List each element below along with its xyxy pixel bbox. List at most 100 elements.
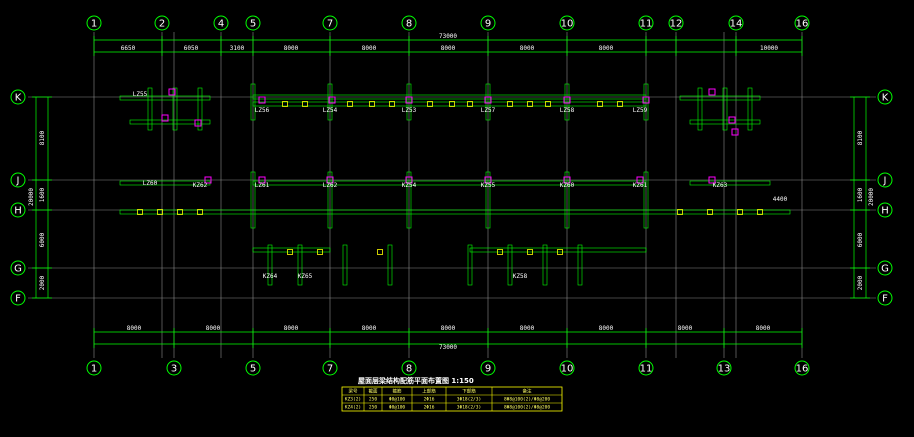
column-marker [563,176,571,184]
beam-member [119,209,791,215]
right-segment-dimension: 2000 [857,275,864,290]
axis-bubble-bottom-label: 11 [640,364,653,375]
column-marker [258,176,266,184]
beam-marker [427,101,433,107]
column-marker [194,119,202,127]
bottom-segment-dimension: 8000 [599,325,614,332]
top-segment-dimension: 8000 [520,45,535,52]
table-header-cell: 截面 [369,388,378,395]
beam-tag: KZ54 [402,182,417,189]
top-segment-dimension: 3100 [230,45,245,52]
column-marker [642,96,650,104]
column-marker [405,176,413,184]
beam-member [564,83,570,121]
beam-marker [757,209,763,215]
axis-bubble-left-label: G [14,264,22,275]
axis-bubble-top-label: 4 [218,19,224,30]
beam-member [252,180,647,186]
beam-member [119,95,211,101]
column-marker [708,176,716,184]
axis-bubble-bottom-label: 1 [91,364,97,375]
axis-bubble-top-label: 10 [561,19,574,30]
beam-tag: KZ58 [513,273,528,280]
beam-marker [369,101,375,107]
beam-member [722,87,728,131]
beam-marker [137,209,143,215]
beam-tag: KZ64 [263,273,278,280]
table-cell: KZ3(2) [345,397,361,403]
axis-bubble-left-label: J [16,176,20,187]
axis-bubble-bottom-label: 10 [561,364,574,375]
dimension-lines [32,36,870,348]
beam-member [297,244,303,286]
beam-tag: KZ62 [193,182,208,189]
beam-marker [617,101,623,107]
axis-bubble-left-circle [10,172,26,188]
column-marker [326,176,334,184]
axis-bubble-left-circle [10,202,26,218]
beam-tag: LZ53 [402,107,417,114]
axis-bubble-top-circle [480,15,496,31]
left-segment-dimension: 2000 [39,275,46,290]
left-segment-dimension: 8100 [39,130,46,145]
beam-marker [497,249,503,255]
axis-bubble-bottom-label: 3 [171,364,177,375]
beam-tag: LZ59 [633,107,648,114]
beam-tag: LZ57 [481,107,496,114]
grid-lines [28,32,876,358]
beam-member [250,171,256,229]
column-marker [484,96,492,104]
bottom-total-dimension: 73000 [439,344,457,351]
axis-bubble-right-circle [877,290,893,306]
column-marker [731,128,739,136]
bottom-segment-dimension: 8000 [441,325,456,332]
top-total-dimension: 73000 [439,33,457,40]
beam-member [643,83,649,121]
axis-bubble-bottom-circle [716,360,732,376]
beam-marker [389,101,395,107]
axis-bubble-right-label: F [882,294,888,305]
beam-tag: LZ60 [143,180,158,187]
column-marker [204,176,212,184]
axis-bubble-right-circle [877,89,893,105]
axis-bubble-left-circle [10,290,26,306]
axis-bubble-bottom-label: 16 [796,364,809,375]
beam-tag: KZ65 [298,273,313,280]
beam-tag: LZ55 [133,91,148,98]
beam-member [406,171,412,229]
axis-bubble-left-label: F [15,294,21,305]
column-marker [258,96,266,104]
beam-tag: LZ61 [255,182,270,189]
axis-bubble-top-label: 5 [250,19,256,30]
beam-member [485,83,491,121]
beam-member [387,244,393,286]
beam-marker [157,209,163,215]
axis-bubble-top-circle [668,15,684,31]
top-segment-dimension: 10000 [760,45,778,52]
column-marker [328,96,336,104]
beam-members [119,83,791,286]
beam-member [327,171,333,229]
axis-bubble-top-circle [154,15,170,31]
axis-bubble-top-circle [213,15,229,31]
axis-bubble-top-circle [401,15,417,31]
axis-bubble-right-circle [877,202,893,218]
axis-bubble-bottom-circle [480,360,496,376]
beam-member [577,244,583,286]
right-segment-dimension: 6000 [857,232,864,247]
table-cell: 2Φ16 [424,405,435,411]
left-total-dimension: 20000 [28,188,35,206]
bottom-segment-dimension: 8000 [206,325,221,332]
axis-bubble-top-circle [728,15,744,31]
left-segment-dimension: 6000 [39,232,46,247]
beam-marker [527,249,533,255]
bottom-segment-dimension: 8000 [520,325,535,332]
beam-marker [467,101,473,107]
beam-member [172,87,178,131]
axis-bubble-right-circle [877,172,893,188]
beam-member [469,247,647,253]
table-header-cell: 箍筋 [393,388,402,395]
beam-member [467,244,473,286]
